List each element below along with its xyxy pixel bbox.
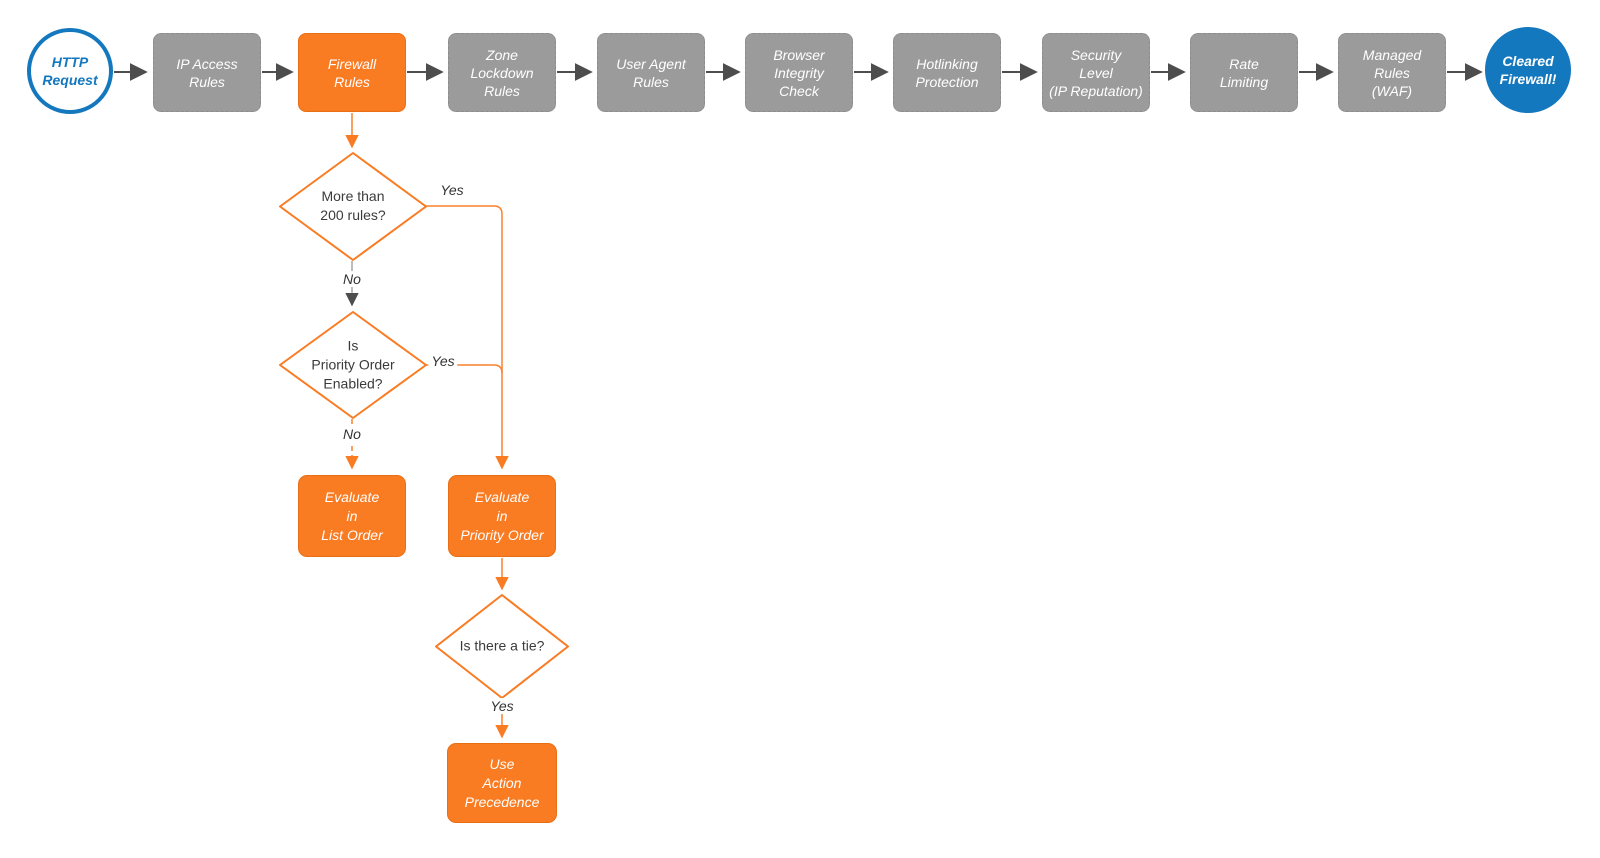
stage-user-agent-rules: User Agent Rules [597,33,705,112]
stage-browser-integrity-check: Browser Integrity Check [745,33,853,112]
stage-firewall-rules: Firewall Rules [298,33,406,112]
stage-security-level-ip-reputation: Security Level (IP Reputation) [1042,33,1150,112]
edge-label-decision2-yes: Yes [428,353,458,369]
edge-label-decision2-no: No [340,426,364,442]
stage-zone-lockdown-rules: Zone Lockdown Rules [448,33,556,112]
process-evaluate-in-list-order: Evaluate in List Order [298,475,406,557]
connector-decision1-yes-to-priority-order [426,205,509,470]
stage-managed-rules-waf: Managed Rules (WAF) [1338,33,1446,112]
start-node-http-request: HTTP Request [27,28,113,114]
stage-rate-limiting: Rate Limiting [1190,33,1298,112]
process-use-action-precedence: Use Action Precedence [447,743,557,823]
decision1-more-than-200-rules: More than 200 rules? [320,188,386,223]
decision3-is-there-a-tie: Is there a tie? [459,637,545,654]
edge-label-decision3-yes: Yes [487,698,517,714]
end-node-cleared-firewall: Cleared Firewall! [1485,27,1571,113]
edge-label-decision1-no: No [340,271,364,287]
stage-ip-access-rules: IP Access Rules [153,33,261,112]
edge-label-decision1-yes: Yes [437,182,467,198]
decision2-priority-order-enabled: Is Priority Order Enabled? [311,337,395,392]
process-evaluate-in-priority-order: Evaluate in Priority Order [448,475,556,557]
stage-hotlinking-protection: Hotlinking Protection [893,33,1001,112]
